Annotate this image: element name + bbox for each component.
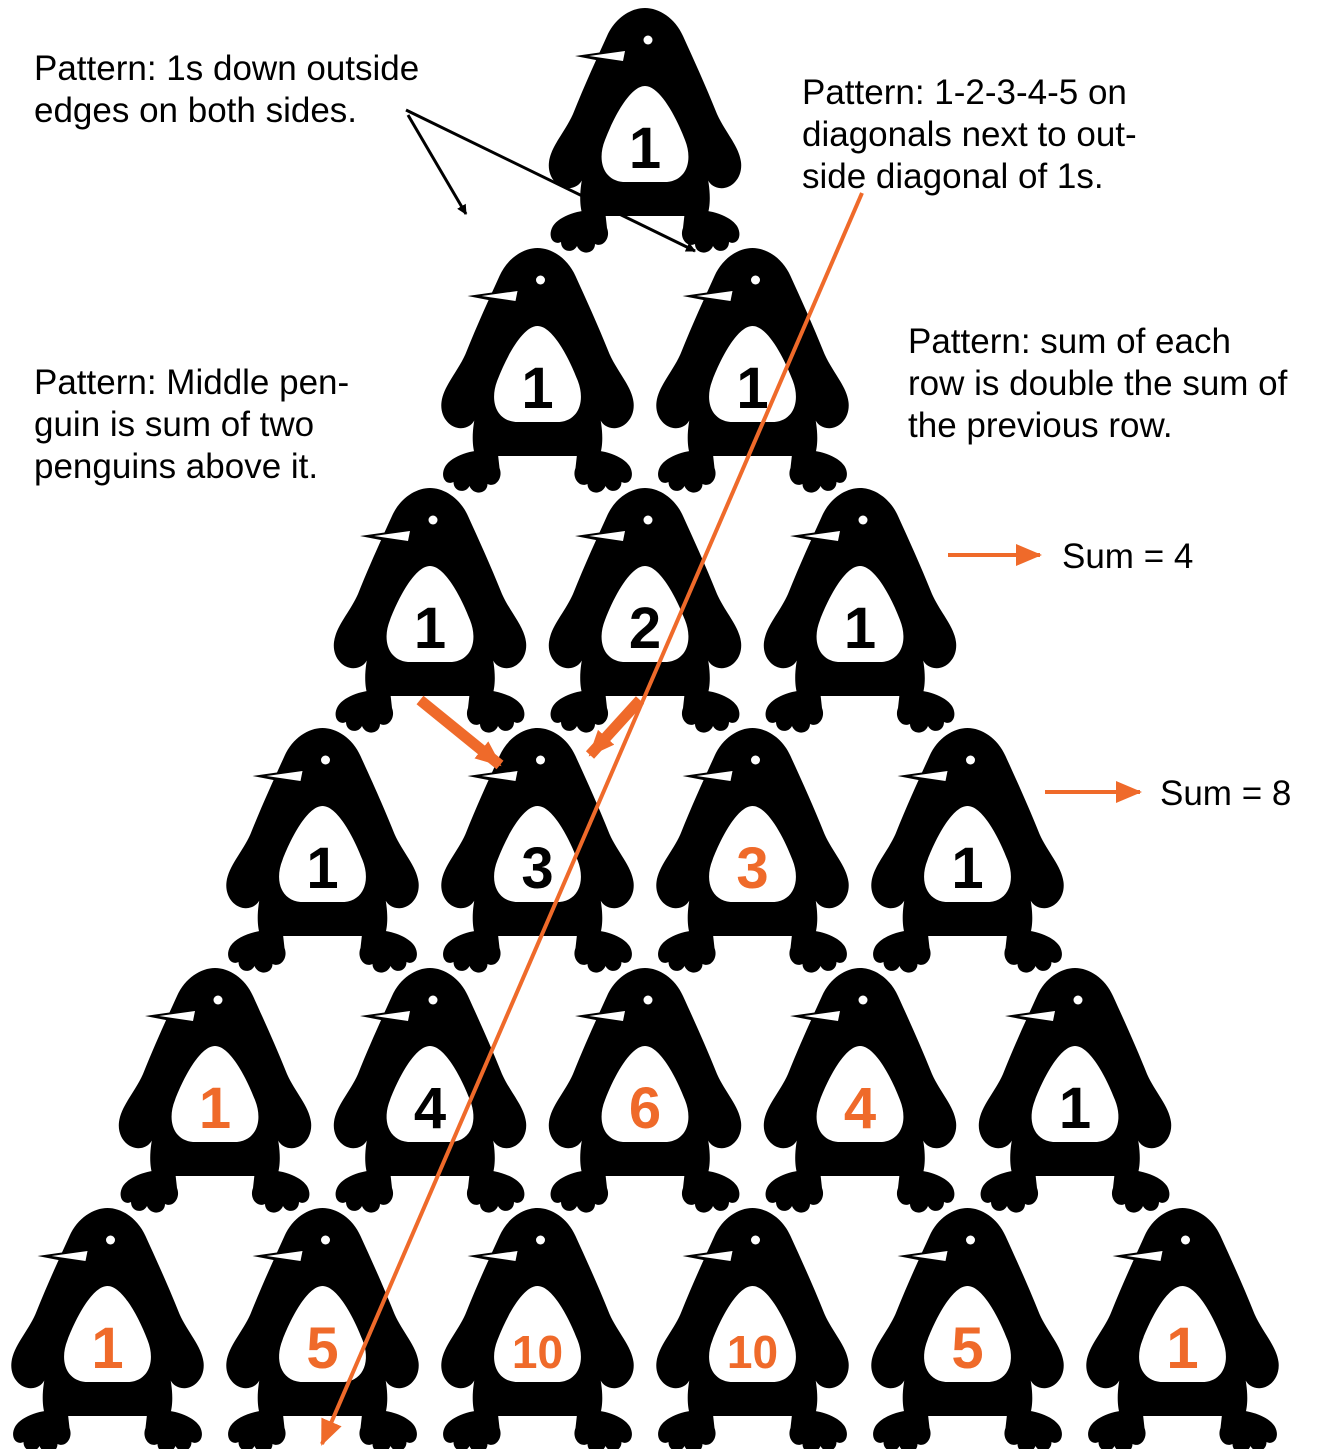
diagonal-line <box>320 192 864 1446</box>
penguin-value: 1 <box>951 836 983 901</box>
penguin-value: 1 <box>306 836 338 901</box>
penguin: 1 <box>871 728 1064 973</box>
penguin: 5 <box>226 1208 419 1449</box>
penguin-value: 1 <box>844 596 876 661</box>
sum-row4-label: Sum = 8 <box>1160 774 1292 813</box>
penguin-value: 10 <box>727 1326 778 1378</box>
penguin-value: 4 <box>414 1076 446 1141</box>
penguin-value: 1 <box>1166 1316 1198 1381</box>
note-edges: Pattern: 1s down outside edges on both s… <box>34 49 420 130</box>
penguin: 1 <box>763 488 957 733</box>
penguin: 1 <box>333 488 527 733</box>
penguin-value: 1 <box>1059 1076 1091 1141</box>
sum-arrow-right <box>585 696 645 759</box>
penguin: 1 <box>226 728 419 973</box>
penguin-value: 1 <box>736 356 768 421</box>
penguin: 3 <box>441 728 634 973</box>
edge-arrow-left <box>406 114 468 215</box>
penguin: 4 <box>333 968 527 1213</box>
penguin: 1 <box>656 248 849 493</box>
penguin-value: 3 <box>736 836 768 901</box>
sum-arrow-left <box>416 695 504 770</box>
penguin: 3 <box>656 728 849 973</box>
penguin: 2 <box>548 488 742 733</box>
penguin: 1 <box>978 968 1172 1213</box>
note-diagonals: Pattern: 1-2-3-4-5 on diagonals next to … <box>802 73 1137 196</box>
penguin: 1 <box>118 968 312 1213</box>
penguin-value: 4 <box>844 1076 876 1141</box>
penguin: 6 <box>548 968 742 1213</box>
penguin: 10 <box>441 1208 634 1449</box>
penguin-value: 2 <box>629 596 661 661</box>
note-rowsum: Pattern: sum of each row is double the s… <box>908 322 1288 445</box>
penguin: 1 <box>11 1208 204 1449</box>
edge-arrow-right <box>405 108 696 253</box>
penguin-value: 10 <box>512 1326 563 1378</box>
penguin: 5 <box>871 1208 1064 1449</box>
penguin-value: 1 <box>91 1316 123 1381</box>
penguin-value: 5 <box>951 1316 983 1381</box>
sum-row3-label: Sum = 4 <box>1062 537 1194 576</box>
penguin: 1 <box>1086 1208 1279 1449</box>
penguin: 10 <box>656 1208 849 1449</box>
penguin-value: 6 <box>629 1076 661 1141</box>
penguin-value: 1 <box>521 356 553 421</box>
penguin-value: 5 <box>306 1316 338 1381</box>
note-middle: Pattern: Middle pen- guin is sum of two … <box>34 363 350 486</box>
penguin-value: 1 <box>629 116 661 181</box>
penguin: 4 <box>763 968 957 1213</box>
penguin: 1 <box>548 8 742 253</box>
penguin-value: 1 <box>199 1076 231 1141</box>
penguin-value: 3 <box>521 836 553 901</box>
penguin: 1 <box>441 248 634 493</box>
penguin-value: 1 <box>414 596 446 661</box>
